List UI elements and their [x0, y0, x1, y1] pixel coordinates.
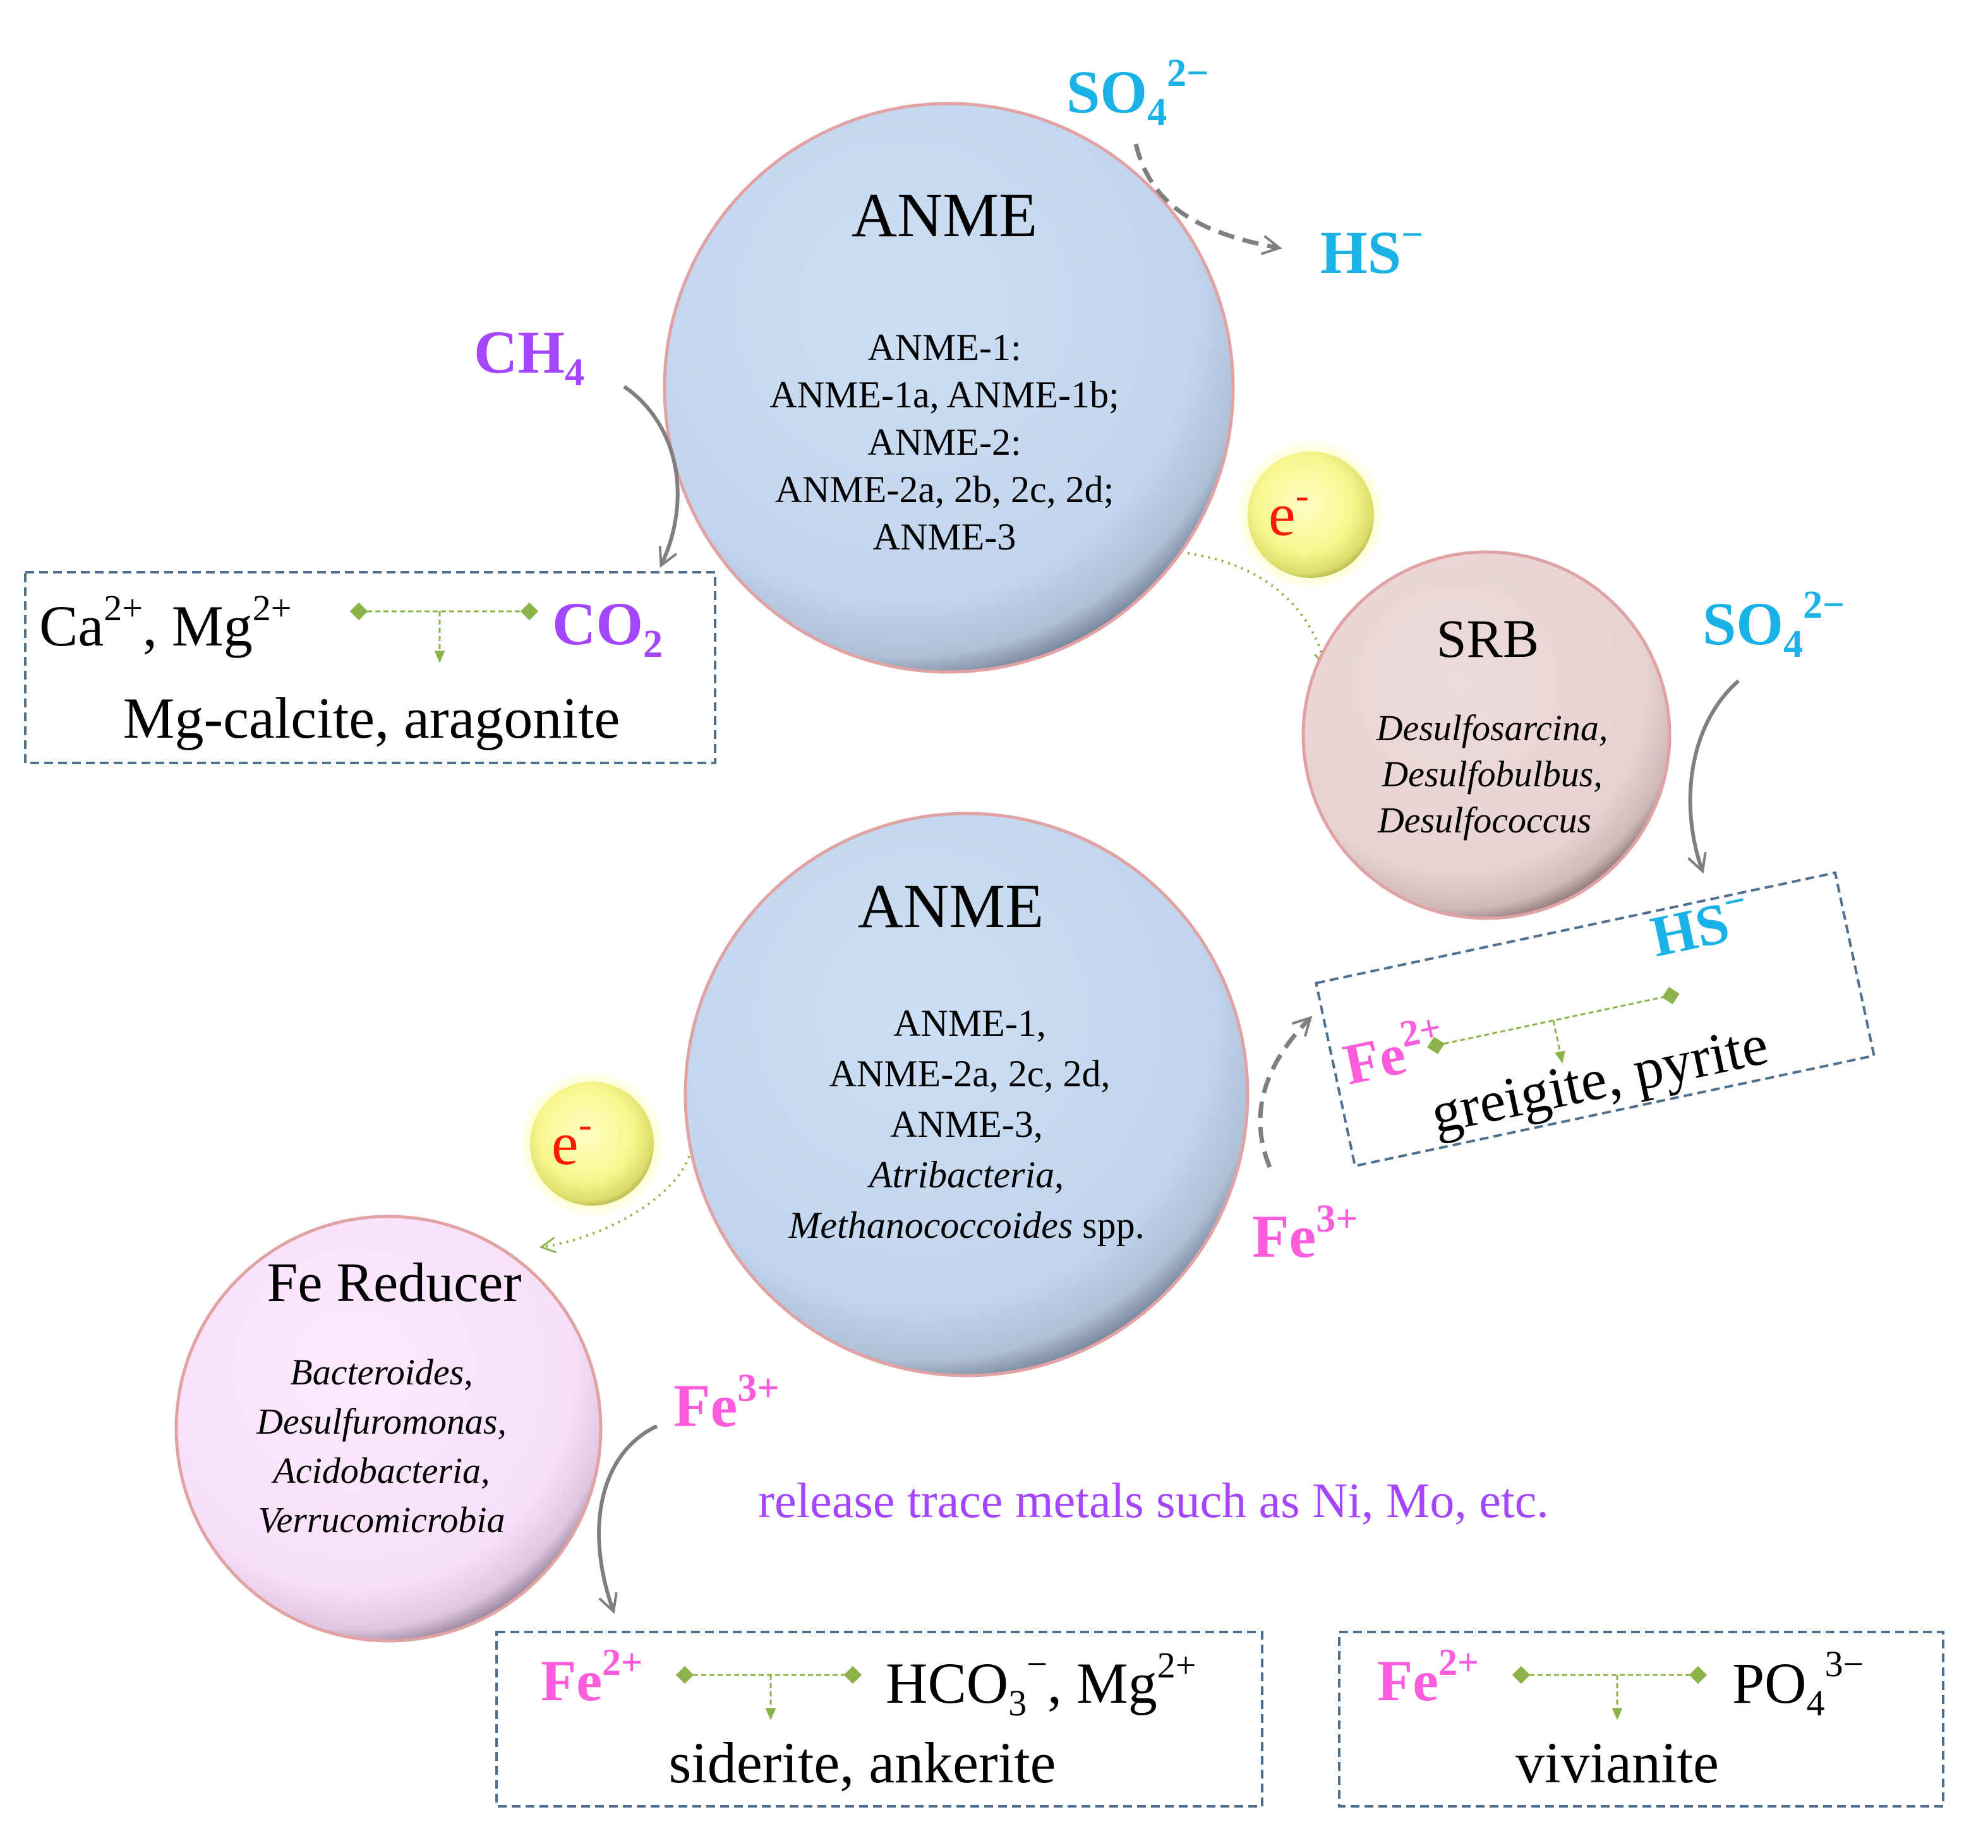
anme-top-line-2: ANME-1a, ANME-1b;: [769, 374, 1119, 416]
ferric-iron-label-left: Fe3+: [673, 1367, 780, 1439]
fe-reducer-genus-3: Acidobacteria,: [270, 1450, 490, 1491]
anme-bottom-title: ANME: [858, 871, 1044, 941]
calcium-magnesium-ions: Ca2+, Mg2+: [39, 587, 291, 658]
carbonate-minerals: Mg-calcite, aragonite: [123, 686, 620, 750]
trace-metals-note: release trace metals such as Ni, Mo, etc…: [758, 1473, 1549, 1528]
srb-circle: SRB Desulfosarcina, Desulfobulbus, Desul…: [1301, 550, 1672, 920]
anme-top-line-1: ANME-1:: [867, 327, 1021, 368]
anme-top-line-5: ANME-3: [873, 516, 1016, 558]
anme-bottom-line-1: ANME-1,: [893, 1002, 1046, 1044]
electron-ball-bottom: e-: [519, 1071, 665, 1217]
sulfate-to-sulfide-arrow: [1687, 679, 1740, 874]
anme-bottom-line-2: ANME-2a, 2c, 2d,: [829, 1053, 1111, 1095]
carbonate-mineral-box: Ca2+, Mg2+ CO2 Mg-calcite, aragonite: [24, 571, 716, 764]
ferrous-iron-label-box: Fe2+: [1337, 1006, 1451, 1097]
anme-top-line-4: ANME-2a, 2b, 2c, 2d;: [775, 469, 1114, 510]
siderite-mineral-box: Fe2+ HCO3−, Mg2+ siderite, ankerite: [495, 1631, 1263, 1808]
electron-ball-top: e-: [1236, 440, 1385, 589]
siderite-minerals: siderite, ankerite: [668, 1731, 1056, 1795]
sulfate-label-right: SO42−: [1702, 584, 1845, 666]
carbon-dioxide-label: CO2: [552, 590, 663, 666]
srb-genus-3: Desulfococcus: [1377, 800, 1591, 841]
anme-top-line-3: ANME-2:: [867, 421, 1021, 463]
ferric-iron-label-right: Fe3+: [1252, 1197, 1358, 1270]
methane-label: CH4: [474, 318, 584, 394]
anme-bottom-line-5: Methanococcoides spp.: [788, 1204, 1144, 1246]
phosphate-label: PO43−: [1732, 1643, 1864, 1724]
sulfide-mineral-box: HS− Fe2+ greigite, pyrite: [1315, 871, 1876, 1168]
svg-text:e-: e-: [1268, 472, 1309, 548]
fe-reducer-genus-4: Verrucomicrobia: [258, 1499, 505, 1540]
ferrous-iron-label-vivianite: Fe2+: [1377, 1641, 1479, 1713]
sulfide-label-top: HS−: [1320, 213, 1423, 286]
sulfide-label-box: HS−: [1644, 879, 1756, 969]
fe-reducer-title: Fe Reducer: [267, 1252, 521, 1314]
sulfate-label-top: SO42−: [1066, 52, 1208, 134]
fe3-reduction-arrow-left: [597, 1424, 658, 1614]
srb-title: SRB: [1437, 608, 1539, 669]
bicarbonate-magnesium-ions: HCO3−, Mg2+: [886, 1643, 1196, 1724]
anme-bottom-line-4: Atribacteria,: [867, 1154, 1064, 1196]
electron-flow-arrow-bottom: [539, 1149, 692, 1254]
srb-genus-1: Desulfosarcina,: [1376, 707, 1608, 748]
anme-top-title: ANME: [852, 180, 1037, 250]
anme-bottom-line-3: ANME-3,: [890, 1103, 1043, 1145]
methane-to-carbonate-arrow: [623, 385, 680, 568]
fe3-to-fe2-arrow-right: [1258, 1016, 1313, 1168]
fe-reducer-genus-1: Bacteroides,: [290, 1352, 473, 1393]
svg-text:e-: e-: [551, 1101, 592, 1177]
ferrous-iron-label-siderite: Fe2+: [541, 1641, 642, 1713]
fe-reducer-genus-2: Desulfuromonas,: [256, 1401, 507, 1442]
vivianite-mineral: vivianite: [1515, 1731, 1719, 1795]
sulfate-reduction-arrow-top: [1133, 143, 1282, 255]
fe-reducer-circle: Fe Reducer Bacteroides, Desulfuromonas, …: [174, 1215, 603, 1643]
srb-genus-2: Desulfobulbus,: [1381, 753, 1603, 795]
anme-circle-bottom: ANME ANME-1, ANME-2a, 2c, 2d, ANME-3, At…: [684, 812, 1250, 1377]
sulfide-minerals: greigite, pyrite: [1425, 1011, 1773, 1145]
anme-circle-top: ANME ANME-1: ANME-1a, ANME-1b; ANME-2: A…: [663, 102, 1235, 674]
vivianite-mineral-box: Fe2+ PO43− vivianite: [1338, 1631, 1944, 1808]
